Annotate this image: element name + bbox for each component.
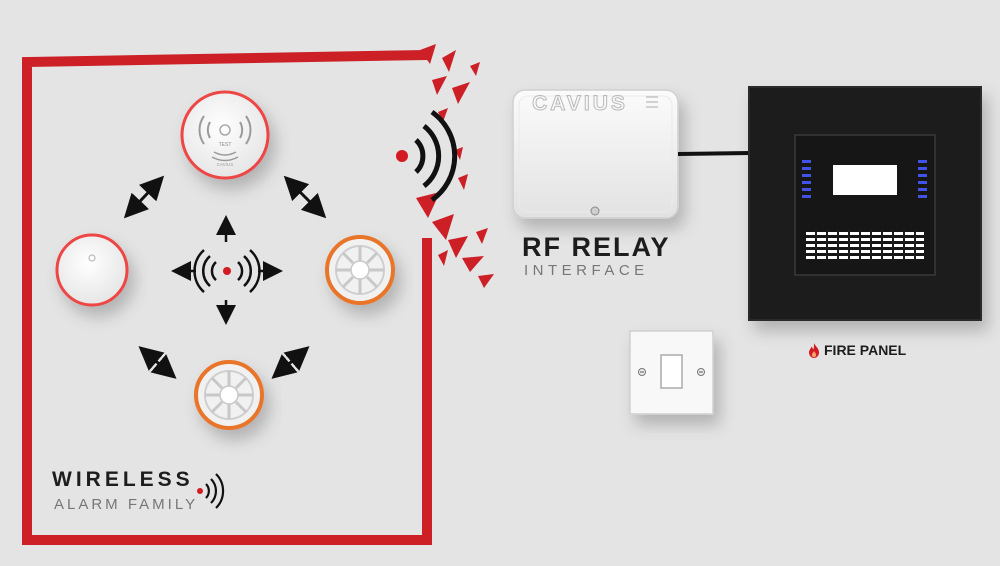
detector-brand-label: CAVIUS [217, 162, 233, 167]
co-detector-right [325, 235, 395, 305]
light-switch [629, 330, 714, 415]
panel-display [833, 165, 897, 195]
panel-indicator-leds [802, 160, 927, 198]
breaking-shards [416, 44, 494, 288]
smoke-detector-top: TEST CAVIUS [180, 90, 270, 180]
fire-panel-label-text: FIRE PANEL [824, 342, 907, 358]
arrow-icon [123, 175, 327, 379]
wireless-subtitle: ALARM FAMILY [54, 496, 199, 513]
rf-relay-device: CAVIUS [512, 89, 679, 219]
rf-relay-title: RF RELAY [522, 232, 671, 262]
panel-keypad [806, 232, 924, 259]
co-detector-bottom [194, 360, 264, 430]
fire-panel-device [748, 86, 982, 321]
central-wireless-signal-icon [171, 215, 283, 325]
wireless-title: WIRELESS [52, 468, 194, 491]
wireless-signal-icon [396, 109, 458, 203]
test-label: TEST [219, 142, 232, 148]
wireless-label-signal-icon [197, 473, 225, 509]
heat-detector-left [55, 233, 129, 307]
relay-brand-label: CAVIUS [532, 92, 628, 115]
relay-panel-cable [677, 151, 751, 156]
fire-panel-label: FIRE PANEL [808, 342, 906, 358]
rf-relay-subtitle: INTERFACE [524, 262, 649, 279]
wireless-zone-border [22, 50, 432, 545]
fire-icon [809, 342, 819, 358]
